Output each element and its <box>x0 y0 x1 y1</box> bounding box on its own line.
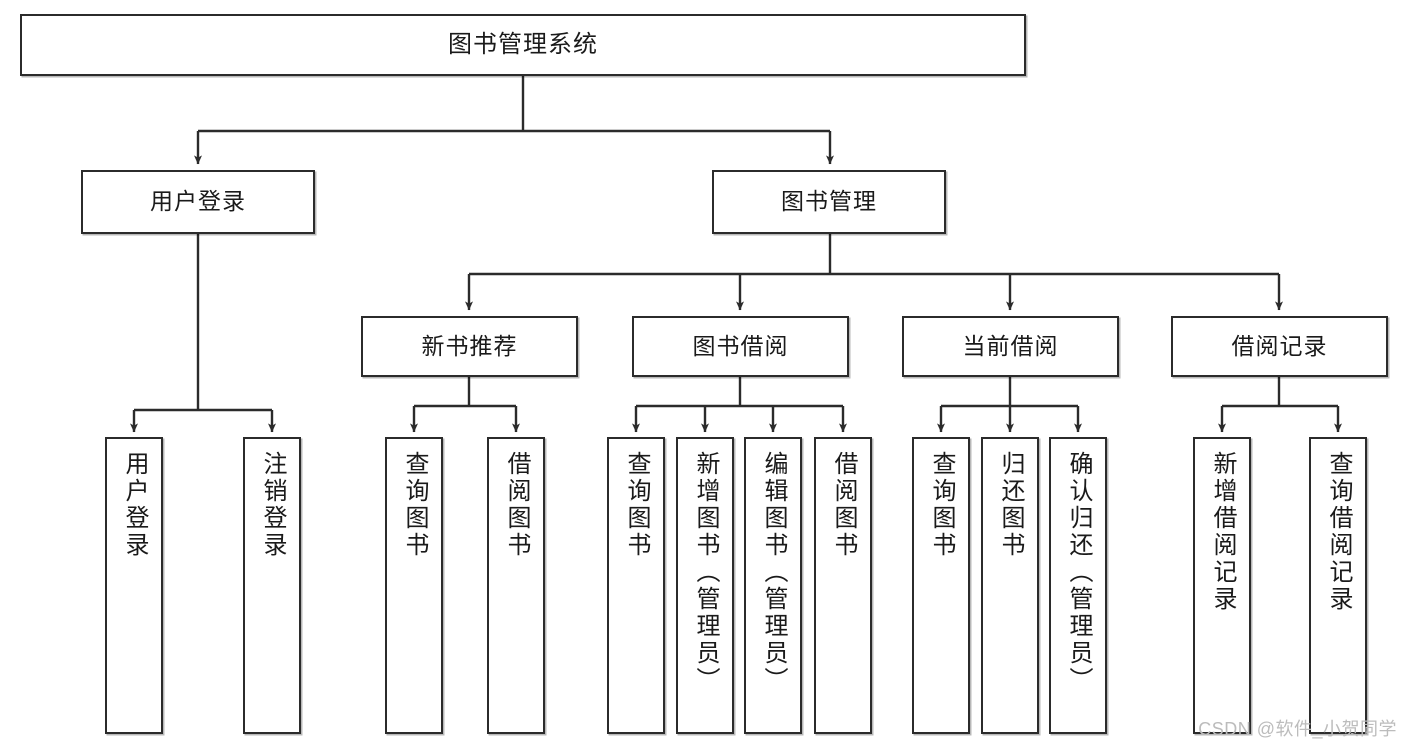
node-book-manage[interactable]: 图书管理 <box>712 170 946 234</box>
node-book-borrow[interactable]: 图书借阅 <box>632 316 849 377</box>
node-borrow-record[interactable]: 借阅记录 <box>1171 316 1388 377</box>
node-leaf-query-borrow-record[interactable]: 查询借阅记录 <box>1309 437 1367 734</box>
node-label: 用户登录 <box>121 451 148 559</box>
node-label: 当前借阅 <box>962 332 1059 359</box>
node-label: 新增借阅记录 <box>1209 451 1236 613</box>
node-label: 借阅图书 <box>830 451 857 559</box>
node-label: 用户登录 <box>150 188 246 215</box>
node-label: 查询借阅记录 <box>1325 451 1352 613</box>
node-label: 确认归还（管理员） <box>1065 451 1092 694</box>
node-current-borrow[interactable]: 当前借阅 <box>902 316 1119 377</box>
node-label: 借阅记录 <box>1231 332 1328 359</box>
node-leaf-query-book-3[interactable]: 查询图书 <box>912 437 970 734</box>
node-label: 借阅图书 <box>503 451 530 559</box>
node-label: 新增图书（管理员） <box>692 451 719 694</box>
node-leaf-query-book-2[interactable]: 查询图书 <box>607 437 665 734</box>
node-leaf-return-book[interactable]: 归还图书 <box>981 437 1039 734</box>
node-label: 新书推荐 <box>421 332 518 359</box>
node-leaf-add-book[interactable]: 新增图书（管理员） <box>676 437 734 734</box>
node-label: 查询图书 <box>401 451 428 559</box>
node-label: 图书管理系统 <box>448 30 598 58</box>
node-label: 图书借阅 <box>692 332 789 359</box>
csdn-watermark: CSDN @软件_小贺同学 <box>1198 719 1397 739</box>
node-leaf-edit-book[interactable]: 编辑图书（管理员） <box>744 437 802 734</box>
node-root-book-management-system[interactable]: 图书管理系统 <box>20 14 1026 76</box>
node-new-book-recommend[interactable]: 新书推荐 <box>361 316 578 377</box>
node-label: 归还图书 <box>997 451 1024 559</box>
node-leaf-add-borrow-record[interactable]: 新增借阅记录 <box>1193 437 1251 734</box>
node-leaf-query-book-1[interactable]: 查询图书 <box>385 437 443 734</box>
node-leaf-confirm-return[interactable]: 确认归还（管理员） <box>1049 437 1107 734</box>
node-label: 查询图书 <box>623 451 650 559</box>
node-user-login[interactable]: 用户登录 <box>81 170 315 234</box>
node-leaf-borrow-book-2[interactable]: 借阅图书 <box>814 437 872 734</box>
node-label: 图书管理 <box>781 188 877 215</box>
node-label: 查询图书 <box>928 451 955 559</box>
node-leaf-logout-login[interactable]: 注销登录 <box>243 437 301 734</box>
node-label: 编辑图书（管理员） <box>760 451 787 694</box>
node-leaf-borrow-book-1[interactable]: 借阅图书 <box>487 437 545 734</box>
node-label: 注销登录 <box>259 451 286 559</box>
node-leaf-user-login[interactable]: 用户登录 <box>105 437 163 734</box>
